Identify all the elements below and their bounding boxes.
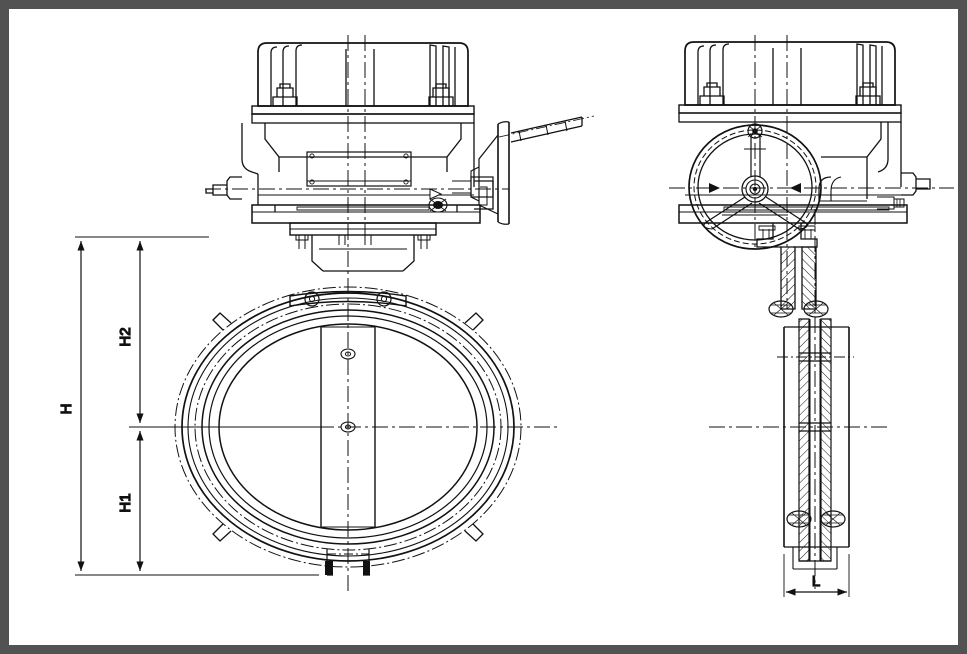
front-mounting-bracket: [289, 222, 437, 272]
dimension-H: H: [57, 241, 85, 571]
dimension-H2-label: H2: [117, 327, 134, 346]
side-electric-actuator: [678, 41, 931, 224]
dimension-H-label: H: [58, 404, 75, 415]
dimension-H1: H1: [116, 431, 144, 571]
dimension-lines: H H2 H1: [57, 236, 329, 576]
front-view-centerlines: [129, 35, 557, 594]
dimension-H1-label: H1: [117, 493, 134, 512]
dimension-L-label: L: [812, 573, 820, 590]
front-electric-actuator: [205, 42, 494, 224]
drawing-canvas: H H2 H1: [9, 9, 958, 645]
technical-drawing-svg: H H2 H1: [57, 35, 954, 597]
dimension-L: L: [783, 554, 850, 597]
front-handwheel-edge: [452, 115, 595, 225]
side-valve-body-section: [756, 223, 854, 570]
dimension-H2: H2: [116, 241, 144, 423]
side-view-centerlines: [669, 35, 954, 589]
